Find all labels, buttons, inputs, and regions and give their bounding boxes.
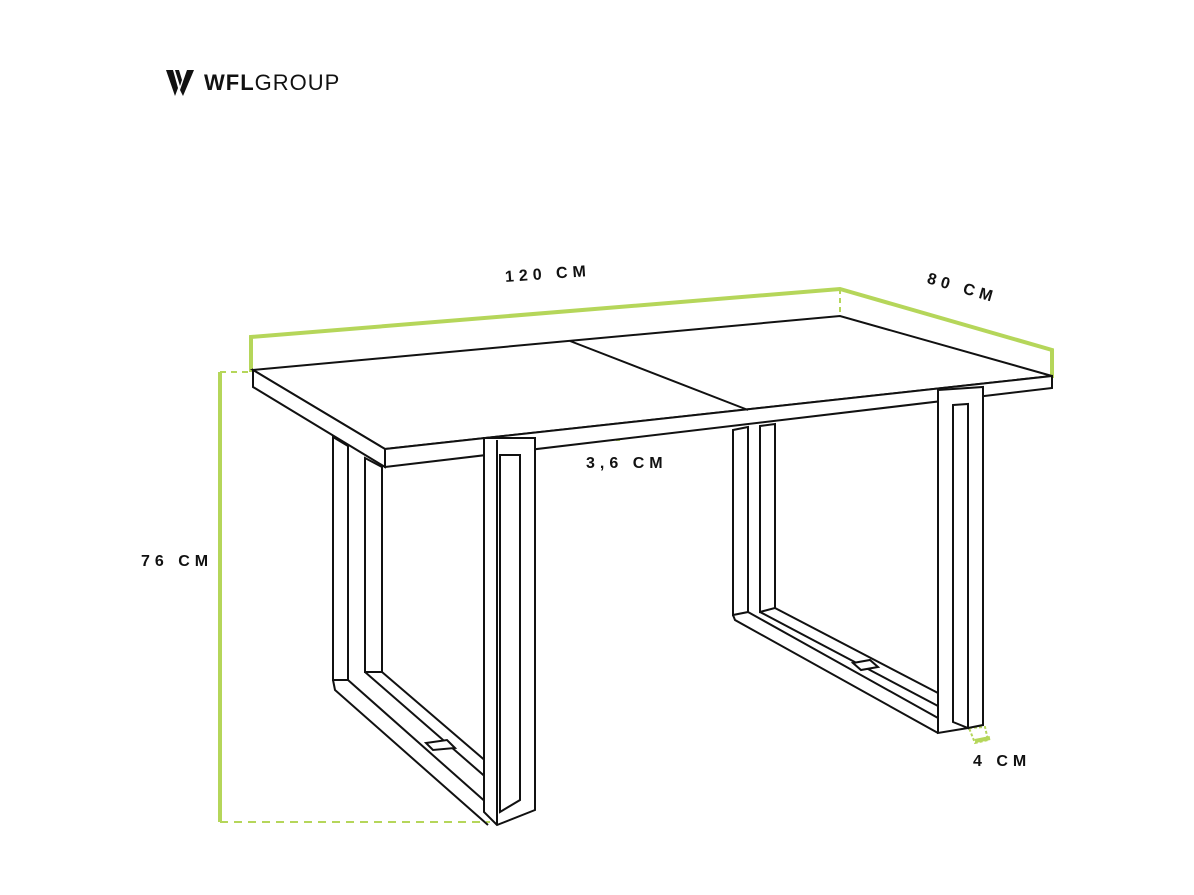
brand-logo: WFLGROUP <box>166 70 340 96</box>
wfl-w-logo-icon <box>166 70 194 96</box>
left-leg <box>332 435 536 827</box>
right-leg <box>732 385 984 735</box>
brand-name: WFLGROUP <box>204 70 341 95</box>
leg-width-label: 4 CM <box>973 753 1032 770</box>
table-top <box>249 314 1053 469</box>
top-thickness-label: 3,6 CM <box>586 455 668 472</box>
height-label: 76 CM <box>141 553 214 570</box>
